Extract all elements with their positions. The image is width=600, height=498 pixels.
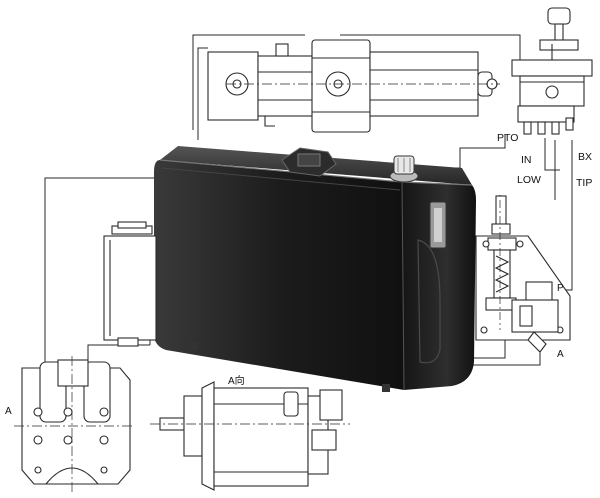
label-p: P [557, 283, 564, 294]
filter-canister [103, 221, 157, 347]
label-a-valve: A [557, 349, 564, 360]
label-pto: PTO [497, 132, 518, 144]
pump-side-view [150, 381, 350, 491]
hydraulic-cylinder [207, 39, 500, 133]
label-tip: TIP [576, 177, 592, 189]
label-a-view: A向 [228, 374, 245, 387]
label-a-pump: A [5, 406, 12, 417]
suction-flange [281, 147, 337, 177]
label-low: LOW [517, 174, 541, 186]
filler-cap [389, 155, 419, 183]
oil-tank [154, 146, 476, 392]
label-bx: BX [578, 151, 592, 163]
valve-block [475, 195, 571, 353]
label-in: IN [521, 154, 532, 166]
pump-front-view [14, 356, 134, 492]
diagram-labels: PTO IN LOW BX TIP P A A A向 [5, 132, 592, 417]
control-valve [511, 7, 593, 135]
